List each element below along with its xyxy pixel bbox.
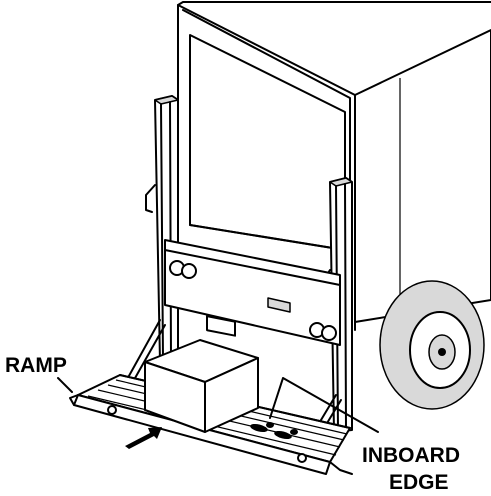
cross-bar (164, 239, 341, 346)
platform-ramp-lip (69, 394, 79, 406)
left-light-inner (181, 263, 197, 279)
left-hook (145, 184, 156, 213)
cross-bar-panel (164, 239, 341, 346)
cargo-box (144, 339, 259, 433)
footprints-icon (250, 422, 298, 440)
platform-front-edge (73, 394, 331, 475)
platform-right-pivot (297, 453, 307, 463)
inboard-leader-line (269, 377, 379, 433)
ramp-label: RAMP (5, 354, 67, 377)
direction-arrow-icon (125, 427, 162, 449)
truck-box-roof-edge (177, 1, 491, 96)
right-light-inner (321, 325, 337, 341)
platform-left-pivot (107, 405, 117, 415)
left-column-cap (154, 95, 179, 105)
cross-bar-top-edge (164, 249, 341, 286)
ramp-leader-line (57, 377, 73, 393)
inboard-label-line2: EDGE (389, 471, 449, 494)
truck-box-side-panel (354, 29, 491, 323)
rear-wheel (379, 280, 485, 410)
cargo-box-side (204, 357, 259, 433)
left-column-inner (160, 101, 172, 361)
platform-chain (329, 461, 353, 475)
right-column-cap (329, 177, 353, 187)
wheel-center (438, 348, 446, 356)
opening-floor-edge (189, 224, 346, 251)
control-box (206, 315, 236, 337)
inboard-label-line1: INBOARD (362, 444, 460, 467)
rear-door-opening (189, 34, 346, 251)
nameplate (267, 297, 291, 313)
